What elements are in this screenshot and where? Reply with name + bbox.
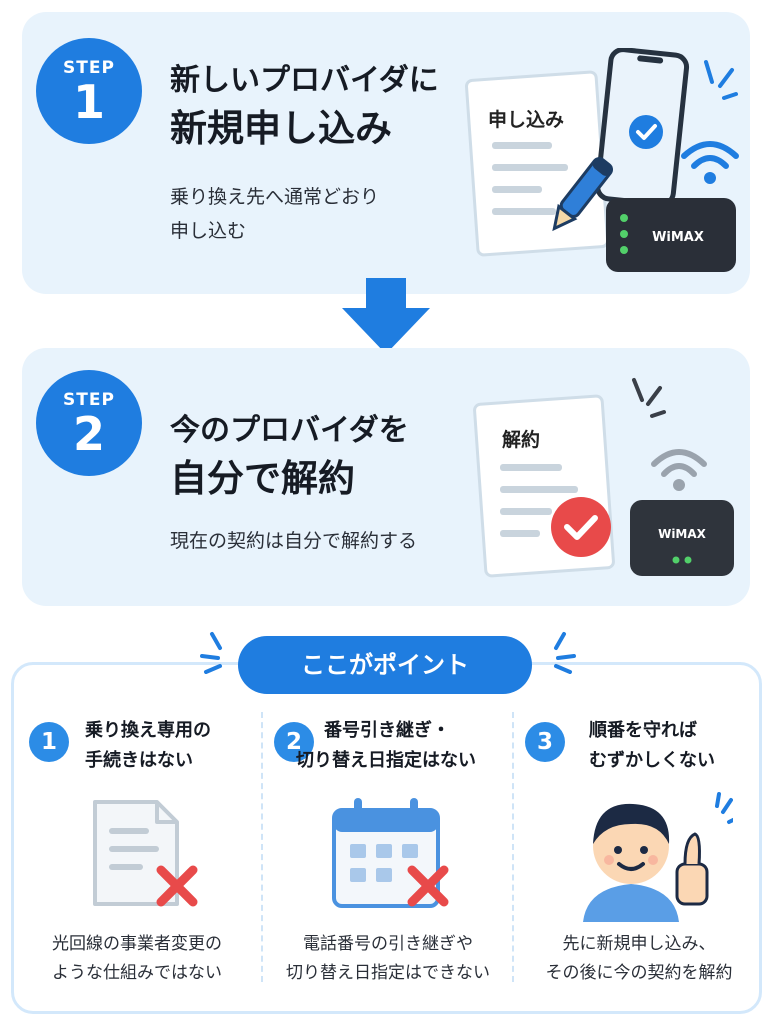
step2-doc-label: 解約 (502, 428, 540, 451)
point-2-number: 2 (274, 722, 314, 762)
point-3-title-line1: 順番を守れば (589, 720, 697, 741)
step2-title: 今のプロバイダを 自分で解約 (170, 408, 409, 504)
step1-device-label: WiMAX (652, 230, 704, 245)
point-2-title: 番号引き継ぎ・ 切り替え日指定はない (296, 716, 476, 776)
point-2-desc-line1: 電話番号の引き継ぎや (303, 934, 473, 954)
step1-title-line1: 新しいプロバイダに (170, 63, 439, 98)
point-1-title-line1: 乗り換え専用の (85, 720, 211, 741)
step2-badge-label: STEP (63, 390, 115, 410)
wimax-router-icon-2: WiMAX (630, 500, 734, 576)
step2-card: STEP 2 今のプロバイダを 自分で解約 現在の契約は自分で解約する 解約 W… (22, 348, 750, 606)
point-3-description: 先に新規申し込み、 その後に今の契約を解約 (517, 930, 761, 988)
calendar-cross-icon (332, 798, 449, 908)
signal-lines-icon (704, 60, 738, 100)
point-2-description: 電話番号の引き継ぎや 切り替え日指定はできない (266, 930, 510, 988)
column-divider-1 (261, 712, 263, 982)
point-3-desc-line2: その後に今の契約を解約 (545, 963, 733, 983)
step1-desc-line1: 乗り換え先へ通常どおり (170, 186, 380, 208)
step2-title-line1: 今のプロバイダを (170, 413, 409, 448)
sparkle-right-icon (554, 632, 576, 674)
step1-description: 乗り換え先へ通常どおり 申し込む (170, 180, 379, 248)
step1-doc-label: 申し込み (488, 108, 564, 131)
sparkle-left-icon (200, 632, 222, 674)
points-heading: ここがポイント (238, 636, 532, 694)
step2-title-line2: 自分で解約 (170, 457, 355, 500)
step2-badge: STEP 2 (36, 370, 142, 476)
wifi-icon (681, 141, 739, 184)
document-cross-icon (93, 800, 198, 907)
point-1-title-line2: 手続きはない (85, 750, 193, 771)
step2-device-label: WiMAX (658, 527, 707, 541)
down-arrow-icon (342, 278, 430, 354)
wifi-icon-2 (651, 449, 707, 491)
point-1-desc-line2: ような仕組みではない (52, 963, 222, 983)
step1-title: 新しいプロバイダに 新規申し込み (170, 58, 439, 154)
point-1-description: 光回線の事業者変更の ような仕組みではない (15, 930, 259, 988)
point-3-title-line2: むずかしくない (589, 750, 715, 771)
step1-desc-line2: 申し込む (170, 220, 247, 242)
step1-badge-label: STEP (63, 58, 115, 78)
step2-description: 現在の契約は自分で解約する (170, 524, 417, 558)
point-2-title-line2: 切り替え日指定はない (296, 750, 476, 771)
step2-badge-number: 2 (72, 407, 105, 461)
point-1-number: 1 (29, 722, 69, 762)
signal-lines-icon-2 (632, 378, 666, 418)
step1-card: STEP 1 新しいプロバイダに 新規申し込み 乗り換え先へ通常どおり 申し込む… (22, 12, 750, 294)
point-2-title-line1: 番号引き継ぎ・ (324, 720, 450, 741)
column-divider-2 (512, 712, 514, 982)
point-3-desc-line1: 先に新規申し込み、 (562, 934, 716, 954)
point-3-title: 順番を守れば むずかしくない (589, 716, 715, 776)
step2-desc: 現在の契約は自分で解約する (170, 530, 418, 552)
step1-badge: STEP 1 (36, 38, 142, 144)
step1-badge-number: 1 (72, 75, 105, 129)
point-2-desc-line2: 切り替え日指定はできない (286, 963, 490, 983)
step1-title-line2: 新規申し込み (170, 107, 392, 150)
point-1-title: 乗り換え専用の 手続きはない (85, 716, 211, 776)
thumbs-up-person-icon (583, 792, 733, 922)
smartphone-check-icon (595, 48, 690, 207)
wimax-router-icon: WiMAX (606, 198, 736, 272)
point-1-desc-line1: 光回線の事業者変更の (52, 934, 222, 954)
pen-icon (552, 157, 614, 232)
point-3-number: 3 (525, 722, 565, 762)
red-check-icon (551, 497, 611, 557)
